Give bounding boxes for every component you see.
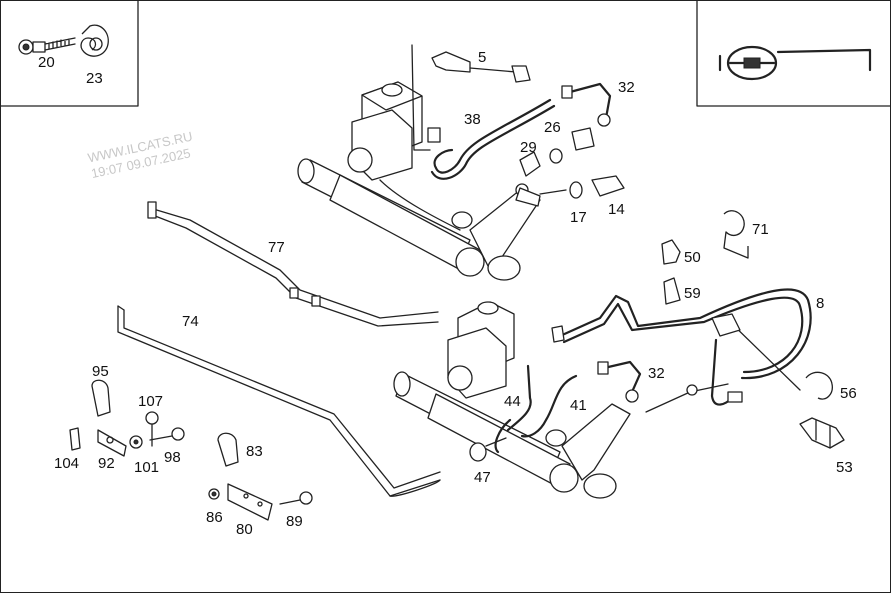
callout-17: 17 (570, 209, 587, 226)
callout-29: 29 (520, 139, 537, 156)
callout-92: 92 (98, 455, 115, 472)
callout-83: 83 (246, 443, 263, 460)
pipe-74 (117, 305, 441, 497)
callout-98: 98 (164, 449, 181, 466)
steering-wheel-icon (718, 45, 872, 81)
callout-41: 41 (570, 397, 587, 414)
callout-47: 47 (474, 469, 491, 486)
callout-53: 53 (836, 459, 853, 476)
callout-89: 89 (286, 513, 303, 530)
callout-86: 86 (206, 509, 223, 526)
lower-steering-gear-assembly (393, 288, 812, 499)
inset-box-left: 20 23 (0, 0, 139, 107)
callout-44: 44 (504, 393, 521, 410)
callout-101: 101 (134, 459, 159, 476)
callout-32-lower: 32 (648, 365, 665, 382)
callout-71: 71 (752, 221, 769, 238)
callout-38: 38 (464, 111, 481, 128)
callout-8: 8 (816, 295, 824, 312)
callout-14: 14 (608, 201, 625, 218)
callout-74: 74 (182, 313, 199, 330)
callout-23: 23 (86, 70, 103, 87)
callout-95: 95 (92, 363, 109, 380)
callout-59: 59 (684, 285, 701, 302)
callout-20: 20 (38, 54, 55, 71)
callout-26: 26 (544, 119, 561, 136)
hardware-bottom-left (69, 379, 313, 521)
callout-32-upper: 32 (618, 79, 635, 96)
clamps-right (661, 210, 845, 449)
callout-77: 77 (268, 239, 285, 256)
watermark: WWW.ILCATS.RU 19:07 09.07.2025 (86, 129, 193, 181)
pipe-77 (147, 201, 439, 327)
callout-56: 56 (840, 385, 857, 402)
upper-steering-gear-assembly (297, 44, 625, 281)
callout-107: 107 (138, 393, 163, 410)
callout-50: 50 (684, 249, 701, 266)
bolt-and-clamp-icon (18, 24, 109, 57)
inset-box-right (696, 0, 891, 107)
callout-104: 104 (54, 455, 79, 472)
callout-80: 80 (236, 521, 253, 538)
callout-5: 5 (478, 49, 486, 66)
callout-labels: 5 32 38 26 29 17 14 71 77 50 59 8 74 95 … (54, 49, 857, 538)
